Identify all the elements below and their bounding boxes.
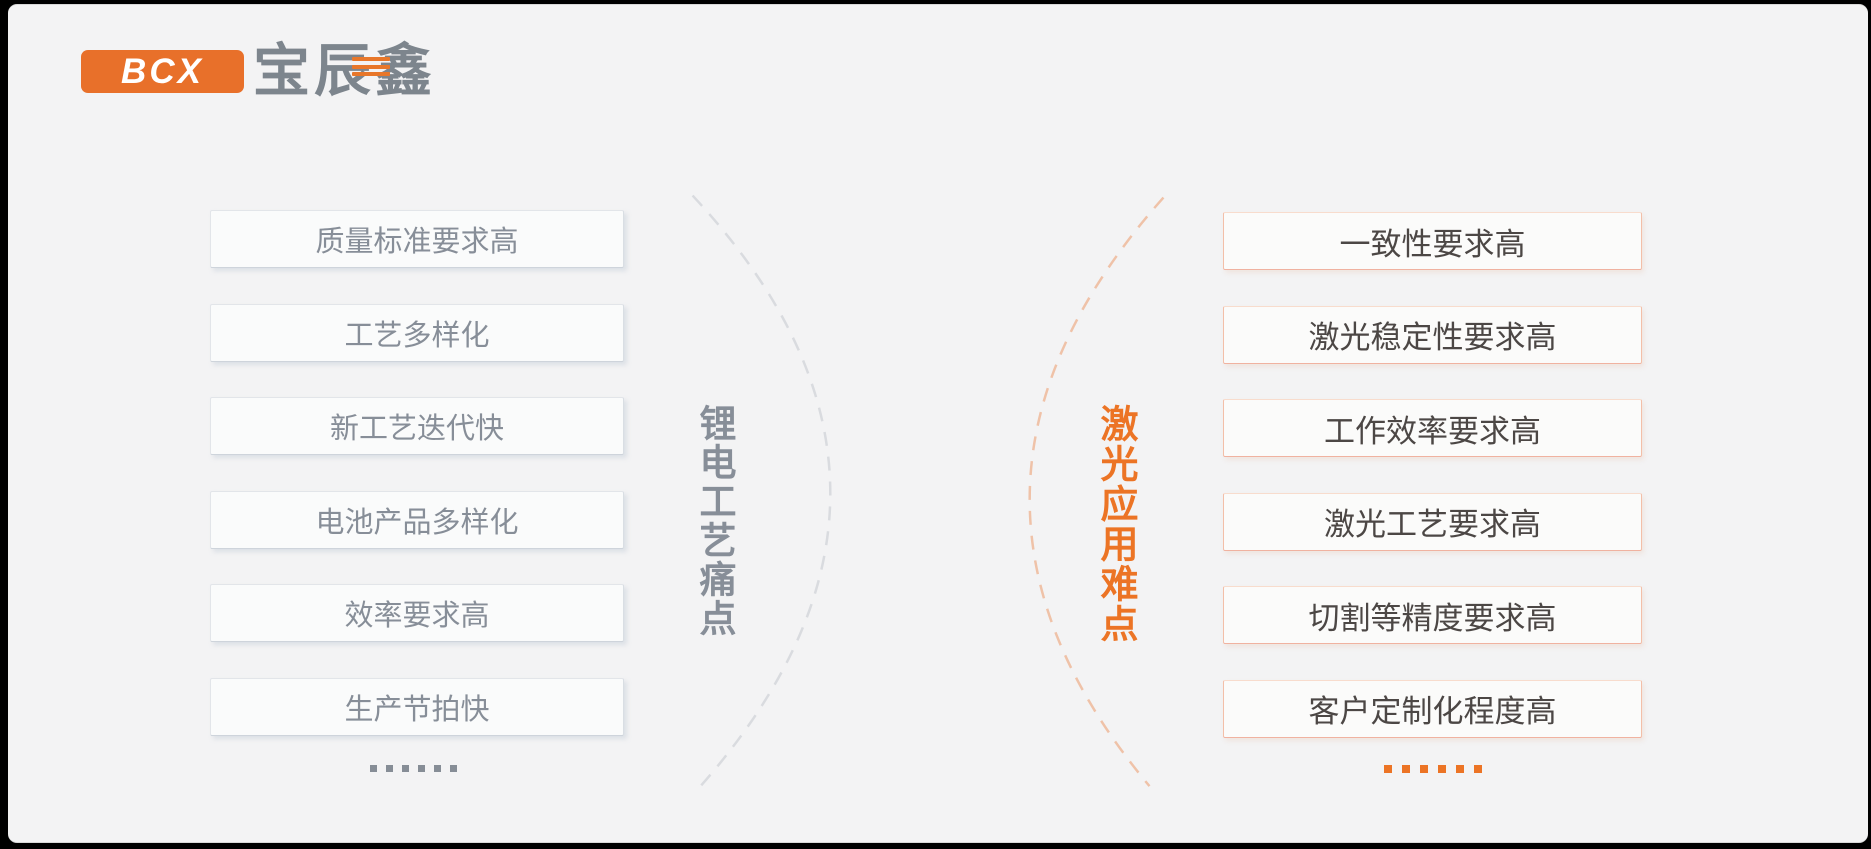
list-item: 工艺多样化: [210, 303, 624, 362]
ellipsis-dot: [1438, 765, 1446, 773]
ellipsis-dot: [1384, 765, 1392, 773]
ellipsis-dot: [450, 765, 457, 772]
list-item: 工作效率要求高: [1223, 399, 1642, 457]
logo-company-name: 宝辰鑫: [253, 39, 436, 103]
left-ellipsis: [370, 765, 457, 772]
ellipsis-dot: [434, 765, 441, 772]
list-item: 电池产品多样化: [210, 490, 624, 549]
list-item: 一致性要求高: [1223, 212, 1642, 270]
left-pain-points-list: 质量标准要求高工艺多样化新工艺迭代快电池产品多样化效率要求高生产节拍快: [210, 210, 624, 736]
right-column-title: 激光应用难点: [1094, 404, 1136, 644]
ellipsis-dot: [418, 765, 425, 772]
list-item: 质量标准要求高: [210, 210, 624, 268]
list-item: 新工艺迭代快: [210, 397, 624, 455]
list-item: 生产节拍快: [210, 677, 624, 736]
ellipsis-dot: [1474, 765, 1482, 773]
list-item: 激光稳定性要求高: [1223, 305, 1642, 364]
right-ellipsis: [1384, 765, 1482, 773]
left-column-title: 锂电工艺痛点: [694, 404, 735, 638]
list-item: 激光工艺要求高: [1223, 492, 1642, 551]
list-item: 效率要求高: [210, 584, 624, 642]
ellipsis-dot: [1456, 765, 1464, 773]
list-item: 客户定制化程度高: [1223, 679, 1642, 738]
slide: BCX 宝辰鑫 质量标准要求高工艺多样化新工艺迭代快电池产品多样化效率要求高生产…: [8, 4, 1868, 843]
ellipsis-dot: [1420, 765, 1428, 773]
ellipsis-dot: [370, 765, 377, 772]
right-difficulties-list: 一致性要求高激光稳定性要求高工作效率要求高激光工艺要求高切割等精度要求高客户定制…: [1223, 212, 1642, 738]
ellipsis-dot: [386, 765, 393, 772]
ellipsis-dot: [402, 765, 409, 772]
logo-bcx-badge: BCX: [81, 50, 244, 93]
list-item: 切割等精度要求高: [1223, 586, 1642, 644]
logo-accent-stripes-icon: [352, 57, 390, 82]
ellipsis-dot: [1402, 765, 1410, 773]
